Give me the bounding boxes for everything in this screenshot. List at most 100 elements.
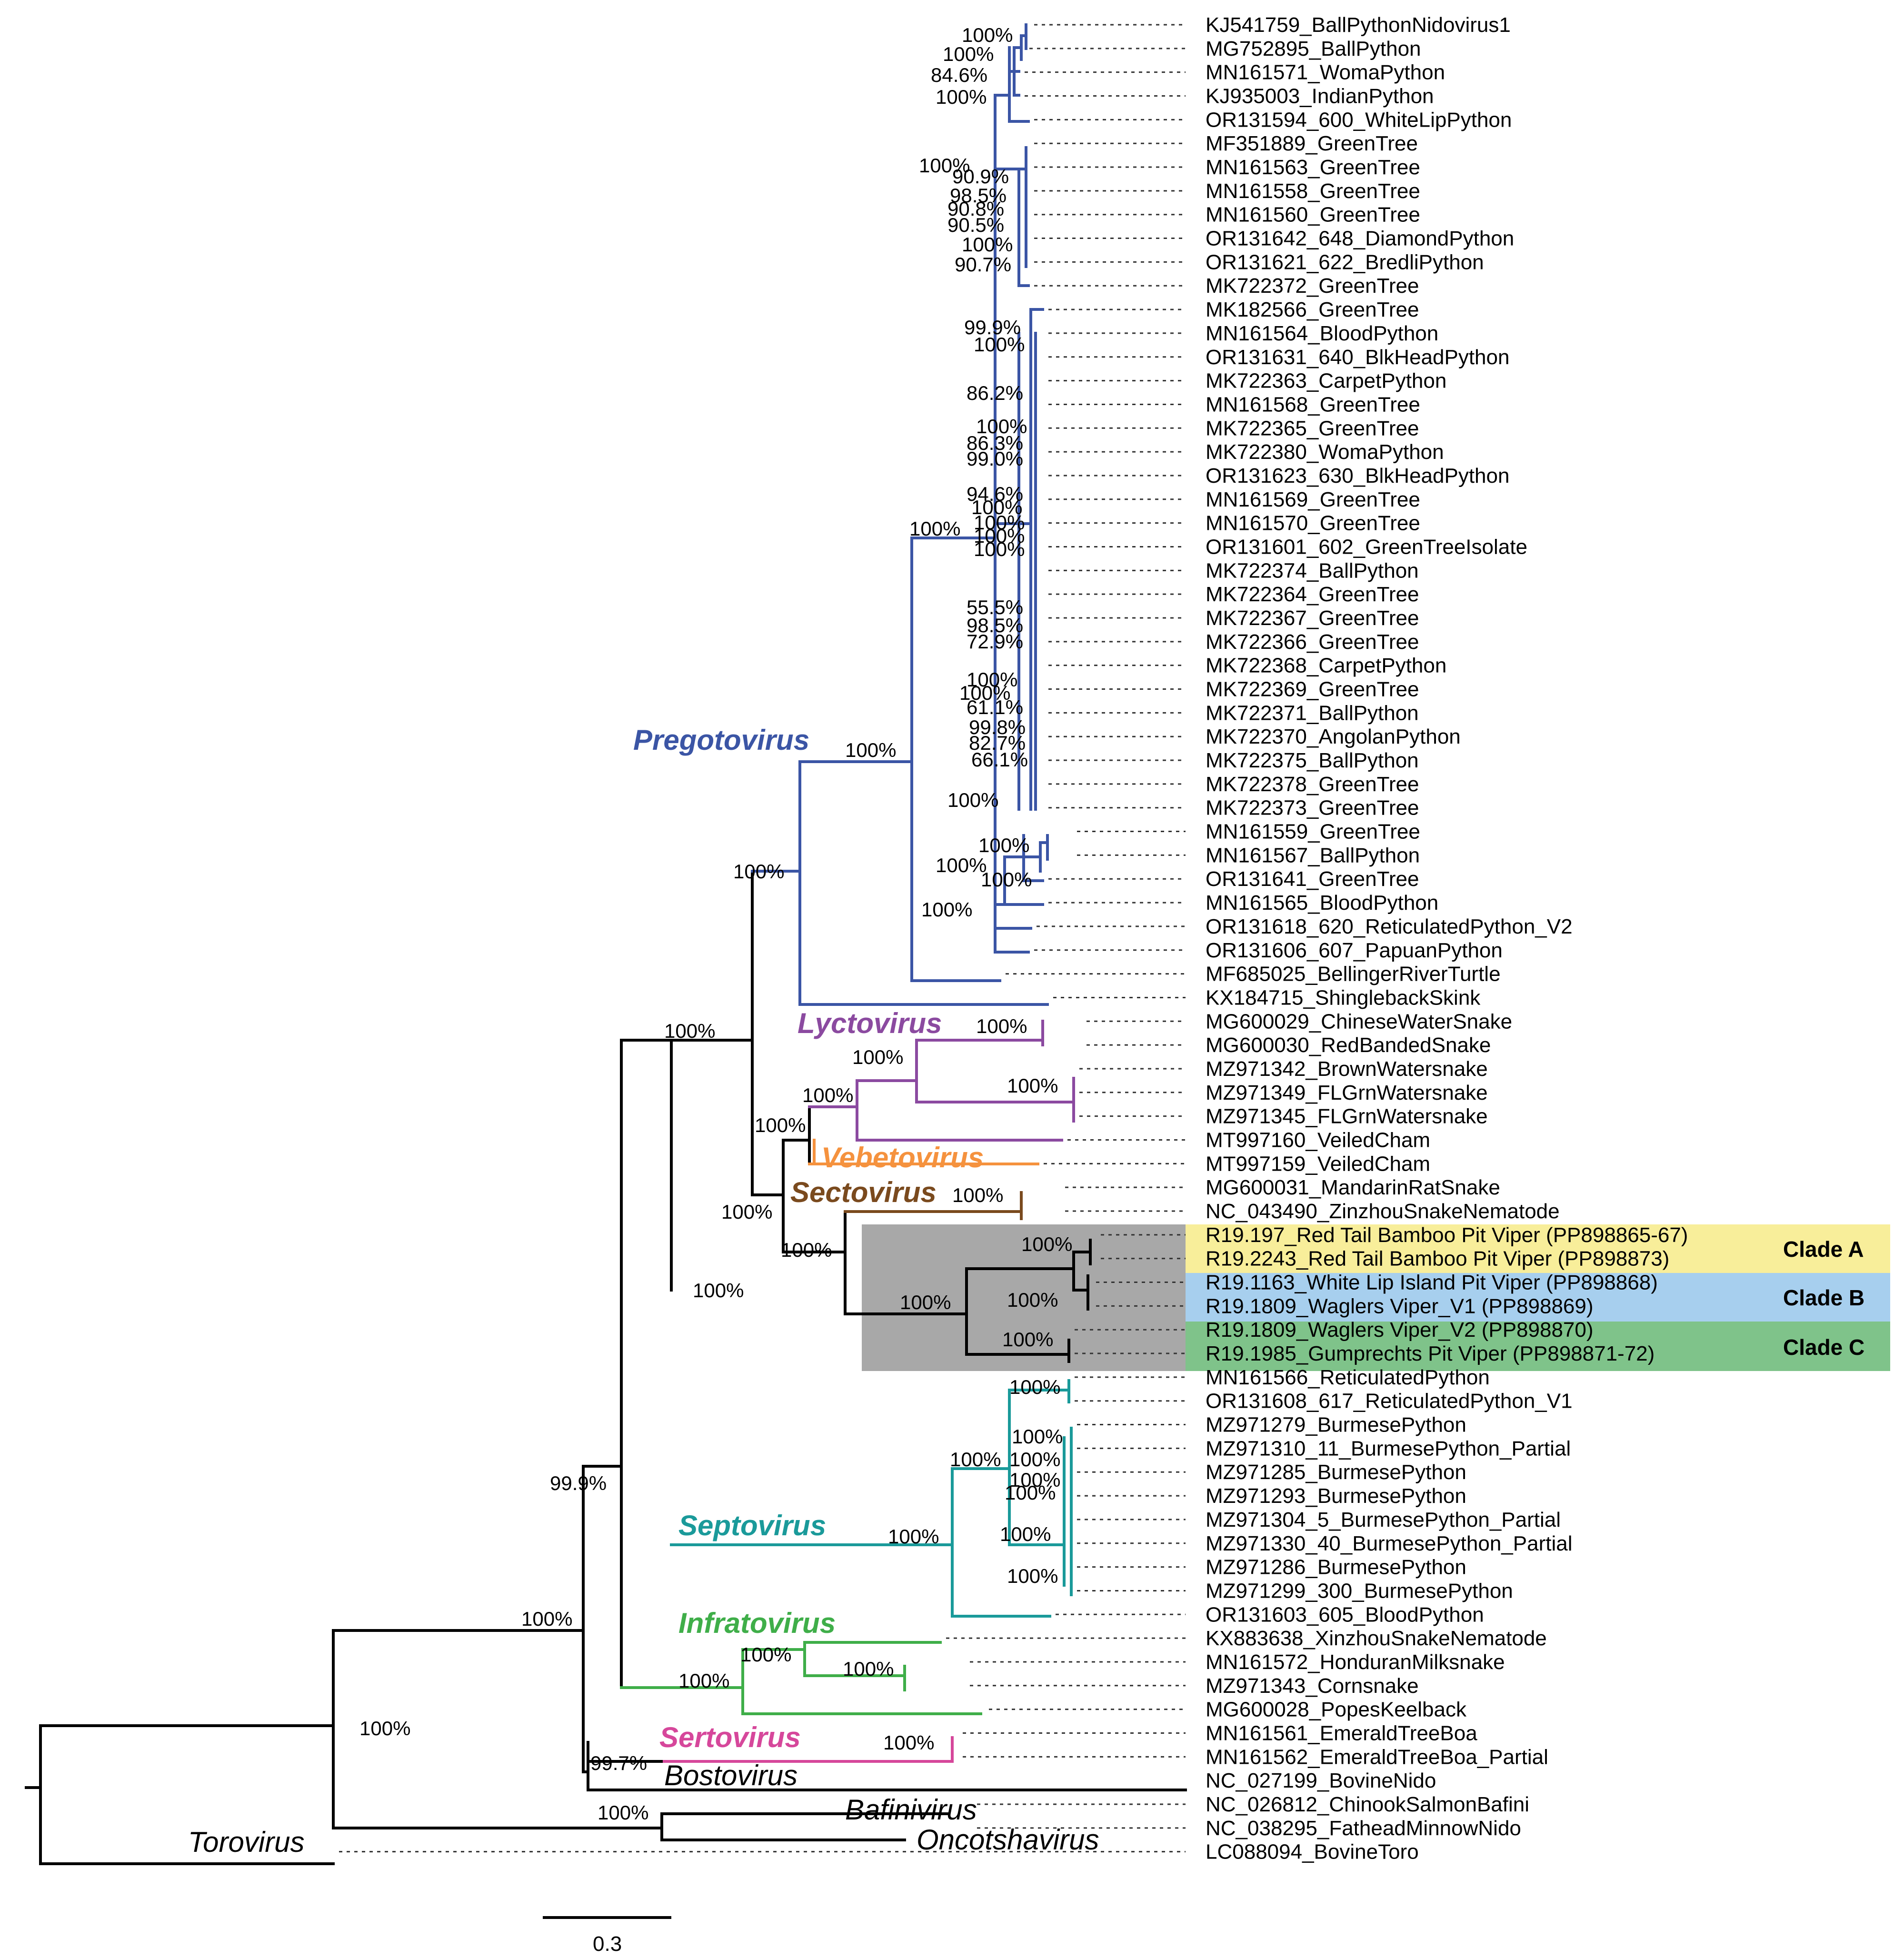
bootstrap-value: 100%	[952, 1184, 1003, 1206]
bootstrap-labels: 100% 100% 99.9% 99.7% 100% 100% 100% 100…	[359, 24, 1072, 1824]
bootstrap-value: 100%	[1009, 1376, 1060, 1398]
tip-labels: KJ541759_BallPythonNidovirus1MG752895_Ba…	[1206, 13, 1688, 1864]
taxon-label: MK722371_BallPython	[1206, 701, 1419, 725]
bootstrap-value: 100%	[1009, 1469, 1060, 1491]
taxon-label: MK722373_GreenTree	[1206, 796, 1419, 820]
genus-bafinivirus: Bafinivirus	[845, 1794, 977, 1826]
taxon-label: MN161562_EmeraldTreeBoa_Partial	[1206, 1745, 1548, 1769]
genus-infratovirus: Infratovirus	[678, 1607, 836, 1639]
bootstrap-value: 100%	[1021, 1233, 1072, 1255]
leader-lines	[339, 24, 1186, 1853]
taxon-label: MG600030_RedBandedSnake	[1206, 1034, 1491, 1057]
taxon-label: MG600028_PopesKeelback	[1206, 1698, 1467, 1721]
clade-c-label: Clade C	[1783, 1335, 1864, 1360]
taxon-label: MN161569_GreenTree	[1206, 488, 1420, 511]
taxon-label: OR131631_640_BlkHeadPython	[1206, 346, 1509, 369]
taxon-label: MG600029_ChineseWaterSnake	[1206, 1010, 1512, 1033]
taxon-label: MZ971330_40_BurmesePython_Partial	[1206, 1532, 1572, 1555]
taxon-label: MK722366_GreenTree	[1206, 630, 1419, 654]
bootstrap-value: 100%	[909, 517, 960, 540]
bootstrap-value: 100%	[733, 860, 784, 883]
clade-a-label: Clade A	[1783, 1237, 1864, 1262]
taxon-label: MG752895_BallPython	[1206, 37, 1421, 60]
taxon-label: MZ971310_11_BurmesePython_Partial	[1206, 1437, 1571, 1460]
bootstrap-value: 100%	[981, 868, 1032, 891]
taxon-label: OR131603_605_BloodPython	[1206, 1603, 1484, 1626]
bootstrap-value: 100%	[974, 511, 1025, 534]
taxon-label: OR131621_622_BredliPython	[1206, 250, 1484, 274]
taxon-label: MT997159_VeiledCham	[1206, 1152, 1430, 1175]
bootstrap-value: 55.5%	[967, 596, 1023, 618]
taxon-label: OR131641_GreenTree	[1206, 867, 1419, 891]
bootstrap-value: 100%	[693, 1279, 744, 1302]
bootstrap-value: 100%	[1007, 1289, 1058, 1311]
taxon-label: KJ935003_IndianPython	[1206, 85, 1434, 108]
taxon-label: MK722367_GreenTree	[1206, 606, 1419, 630]
bootstrap-value: 100%	[919, 154, 970, 177]
bootstrap-value: 99.9%	[964, 316, 1021, 338]
bootstrap-value: 90.8%	[947, 198, 1004, 220]
taxon-label: MK722374_BallPython	[1206, 559, 1419, 582]
bootstrap-value: 100%	[976, 1015, 1027, 1037]
taxon-label: R19.2243_Red Tail Bamboo Pit Viper (PP89…	[1206, 1247, 1669, 1271]
bootstrap-value: 94.6%	[967, 483, 1023, 505]
taxon-label: OR131618_620_ReticulatedPython_V2	[1206, 915, 1573, 938]
bootstrap-value: 61.1%	[967, 696, 1023, 718]
bootstrap-value: 100%	[974, 333, 1025, 356]
genus-bostovirus: Bostovirus	[664, 1759, 797, 1791]
taxon-label: MZ971343_Cornsnake	[1206, 1674, 1419, 1698]
bootstrap-value: 98.5%	[950, 184, 1007, 207]
taxon-label: MZ971299_300_BurmesePython	[1206, 1579, 1513, 1602]
bootstrap-value: 100%	[978, 834, 1029, 856]
taxon-label: MK722363_CarpetPython	[1206, 369, 1446, 393]
taxon-label: MN161559_GreenTree	[1206, 820, 1420, 844]
bootstrap-value: 99.8%	[969, 716, 1026, 738]
taxon-label: OR131623_630_BlkHeadPython	[1206, 464, 1509, 487]
bootstrap-value: 100%	[852, 1046, 903, 1068]
bootstrap-value: 100%	[843, 1658, 894, 1680]
bootstrap-value: 99.7%	[590, 1752, 647, 1774]
taxon-label: MT997160_VeiledCham	[1206, 1128, 1430, 1152]
taxon-label: MK722372_GreenTree	[1206, 274, 1419, 298]
bootstrap-value: 99.0%	[967, 447, 1023, 470]
taxon-label: OR131642_648_DiamondPython	[1206, 227, 1514, 250]
genus-torovirus: Torovirus	[188, 1826, 305, 1858]
bootstrap-value: 86.2%	[967, 382, 1023, 404]
genus-lyctovirus: Lyctovirus	[797, 1007, 942, 1039]
bootstrap-value: 100%	[664, 1020, 715, 1042]
bootstrap-value: 100%	[740, 1643, 791, 1666]
bootstrap-value: 100%	[1007, 1074, 1058, 1097]
genus-pregotovirus: Pregotovirus	[633, 724, 809, 756]
bootstrap-value: 100%	[950, 1448, 1001, 1471]
bootstrap-value: 100%	[755, 1114, 806, 1136]
bootstrap-value: 100%	[974, 525, 1025, 547]
clade-a-highlight	[1186, 1224, 1890, 1273]
taxon-label: MK722380_WomaPython	[1206, 440, 1444, 464]
taxon-label: MF351889_GreenTree	[1206, 132, 1418, 155]
bootstrap-value: 100%	[900, 1291, 951, 1313]
taxon-label: MN161561_EmeraldTreeBoa	[1206, 1721, 1477, 1745]
bootstrap-value: 100%	[883, 1731, 934, 1754]
genus-oncotshavirus: Oncotshavirus	[917, 1824, 1099, 1856]
taxon-label: MN161570_GreenTree	[1206, 512, 1420, 535]
bootstrap-value: 100%	[936, 86, 987, 108]
taxon-label: MZ971349_FLGrnWatersnake	[1206, 1081, 1488, 1104]
taxon-label: MK722368_CarpetPython	[1206, 654, 1446, 677]
bootstrap-value: 100%	[1009, 1448, 1060, 1471]
bootstrap-value: 100%	[1012, 1425, 1063, 1448]
bootstrap-value: 100%	[781, 1239, 832, 1261]
taxon-label: KX184715_ShinglebackSkink	[1206, 986, 1481, 1009]
taxon-label: R19.1809_Waglers Viper_V2 (PP898870)	[1206, 1318, 1594, 1342]
taxon-label: MN161571_WomaPython	[1206, 61, 1445, 84]
taxon-label: KX883638_XinzhouSnakeNematode	[1206, 1627, 1547, 1650]
taxon-label: MN161565_BloodPython	[1206, 891, 1438, 914]
taxon-label: OR131608_617_ReticulatedPython_V1	[1206, 1390, 1573, 1413]
taxon-label: OR131594_600_WhiteLipPython	[1206, 108, 1512, 131]
bootstrap-value: 66.1%	[971, 748, 1028, 771]
taxon-label: MZ971293_BurmesePython	[1206, 1484, 1466, 1508]
taxon-label: MG600031_MandarinRatSnake	[1206, 1176, 1500, 1199]
taxon-label: MZ971345_FLGrnWatersnake	[1206, 1105, 1488, 1128]
taxon-label: MZ971304_5_BurmesePython_Partial	[1206, 1508, 1561, 1531]
bootstrap-value: 72.9%	[967, 630, 1023, 653]
taxon-label: MZ971279_BurmesePython	[1206, 1413, 1466, 1437]
